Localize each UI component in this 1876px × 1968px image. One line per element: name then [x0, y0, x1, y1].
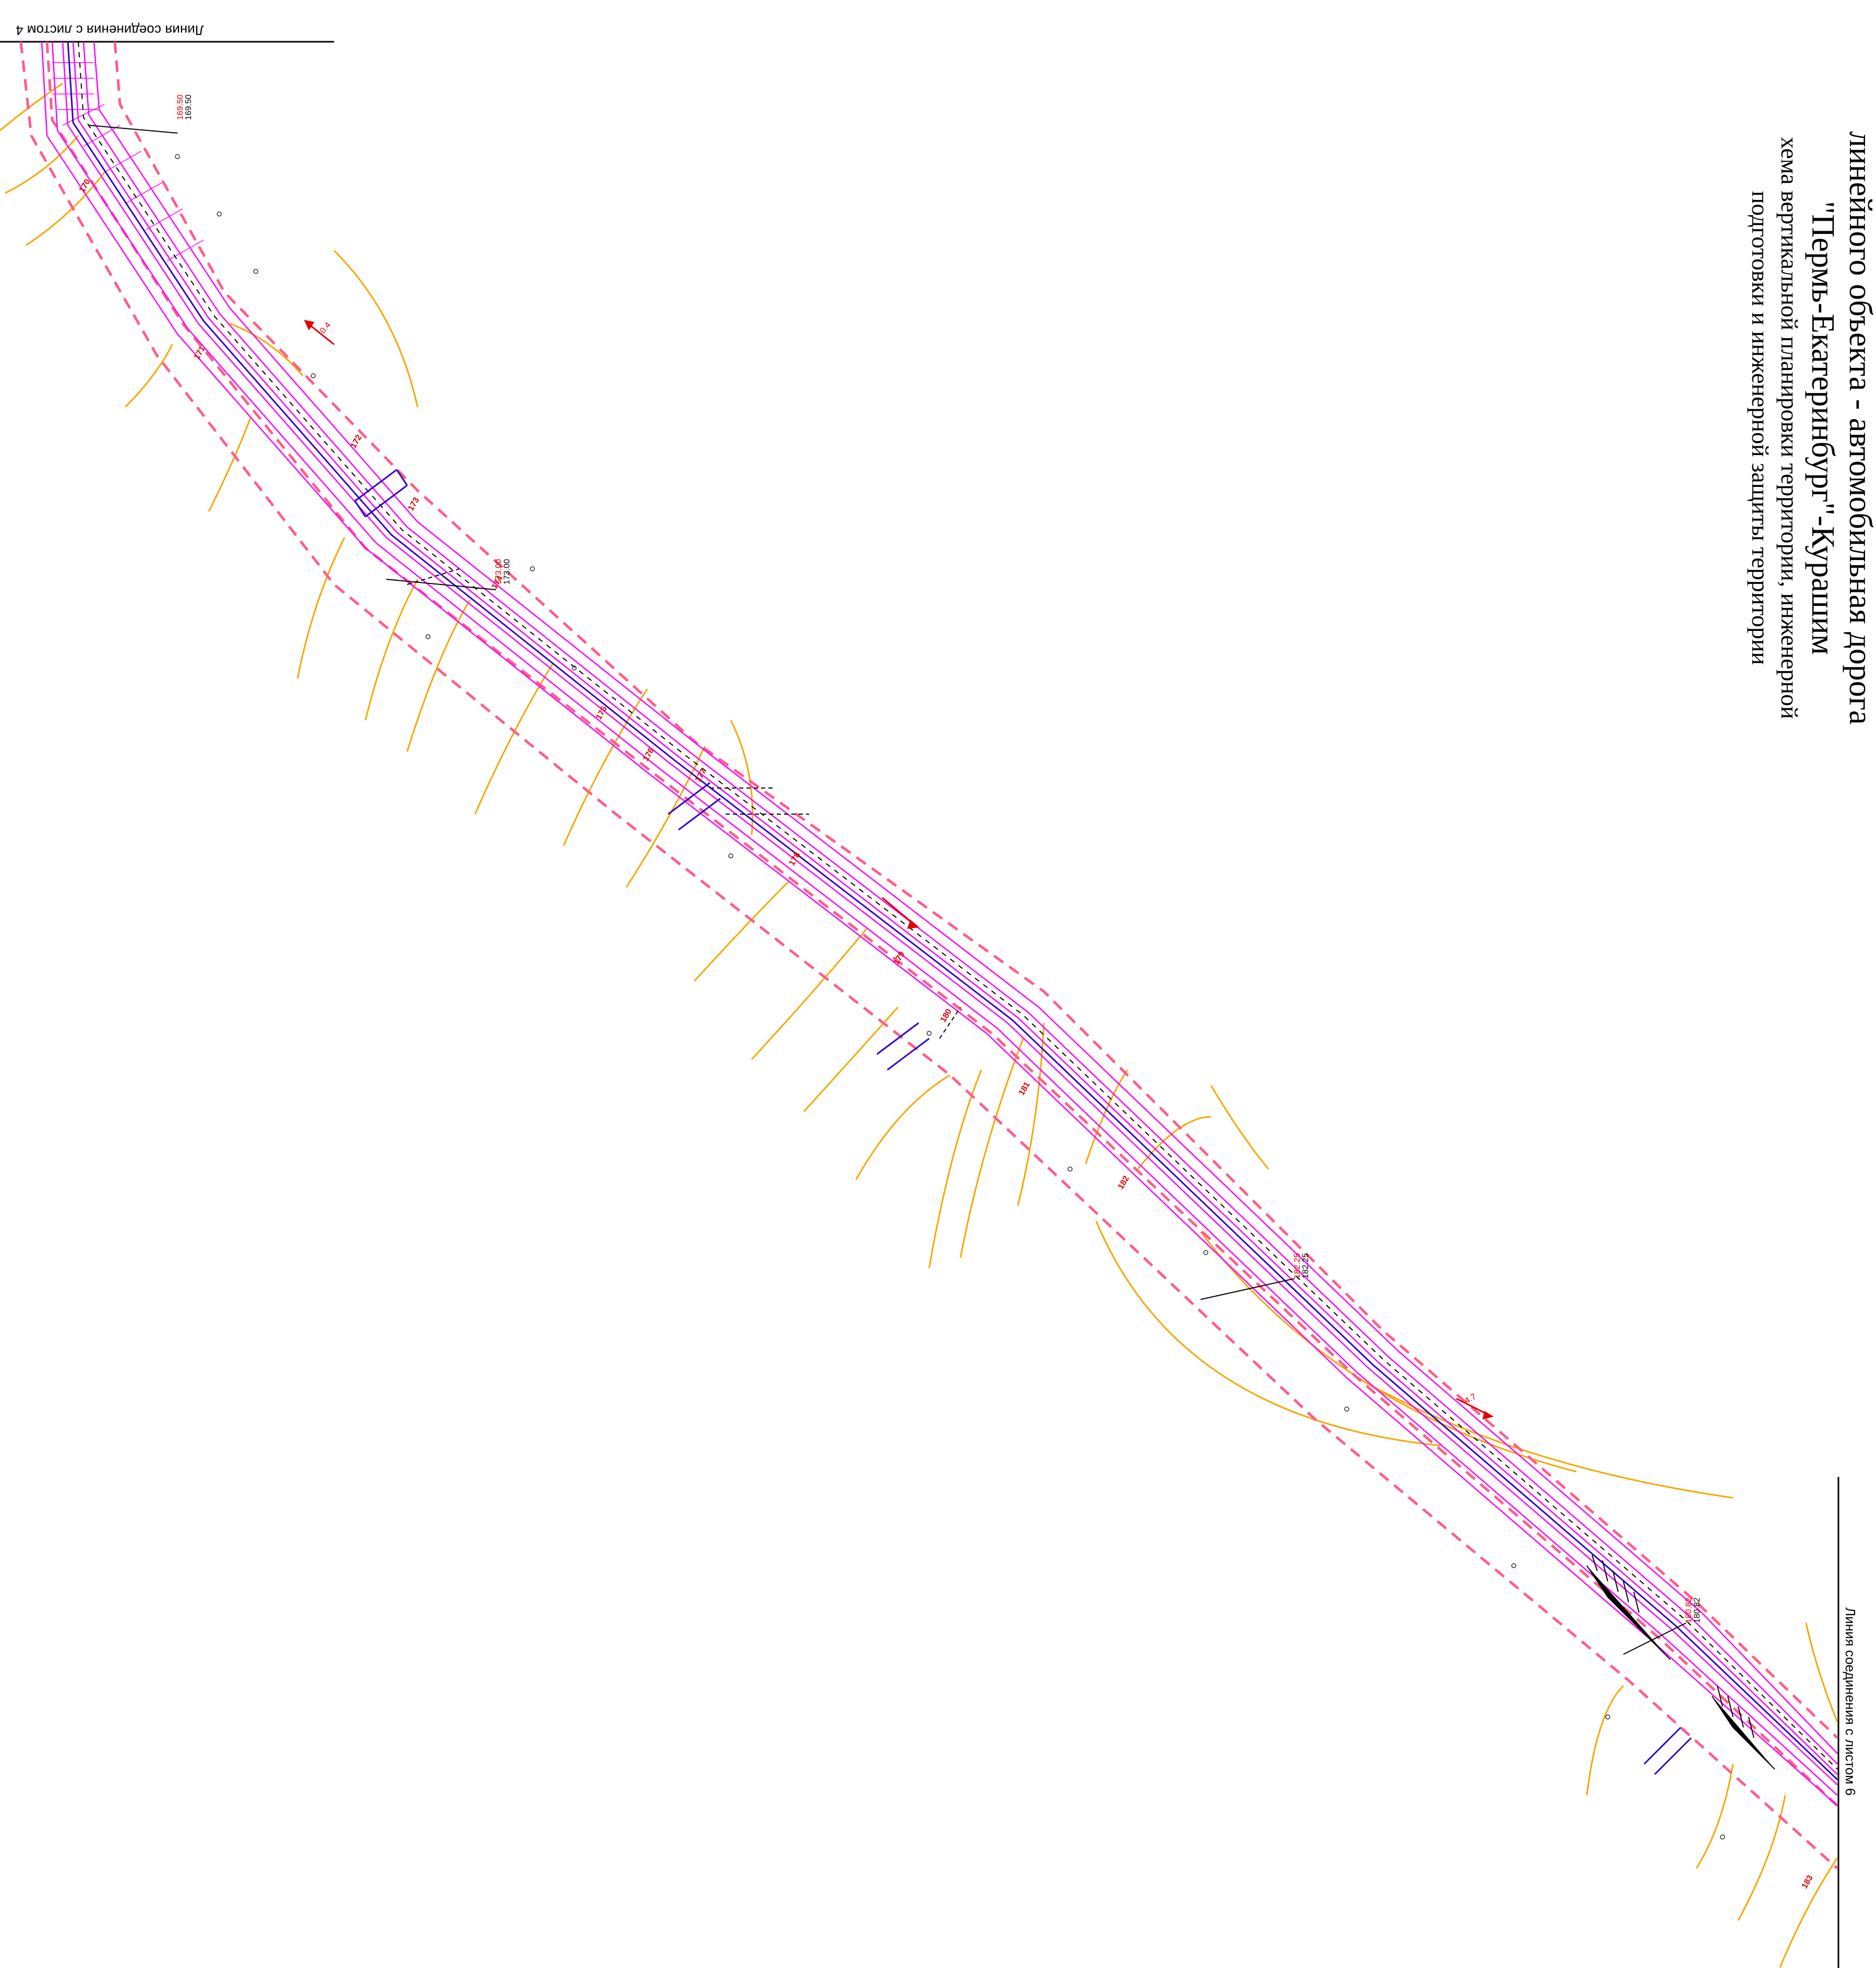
callout-3-bottom: 182.25: [1301, 1253, 1310, 1279]
contour-label-173: 173: [407, 496, 421, 512]
contour-label-179: 179: [892, 950, 907, 967]
road-band: [41, 41, 1838, 1806]
contour-label-181: 181: [1017, 1080, 1032, 1097]
contour-label-171: 171: [193, 344, 207, 361]
slope-hatching: [1586, 1555, 1775, 1770]
callout-3-top: 182.25: [1293, 1253, 1302, 1279]
contour-label-178: 178: [788, 851, 802, 867]
callout-4-top: 180.82: [1684, 1597, 1693, 1623]
terrain-symbols: [175, 154, 1725, 1840]
callout-2-bottom: 173.00: [503, 559, 512, 585]
road-hatching: [52, 62, 204, 261]
road-axis: [67, 41, 1838, 1781]
contour-label-175: 175: [595, 705, 609, 721]
callout-leaders: [88, 125, 1687, 1655]
contour-label-172: 172: [349, 433, 364, 450]
contour-label-176: 176: [642, 746, 656, 763]
road-axis-dashed: [78, 41, 1838, 1770]
contour-label-180: 180: [939, 1007, 954, 1024]
callout-2-top: 173.00: [494, 559, 503, 585]
callout-1-bottom: 169.50: [184, 94, 193, 120]
contour-label-182: 182: [1117, 1174, 1131, 1191]
culverts: [354, 469, 1692, 1775]
slope-marker-1: 0.4: [318, 321, 333, 336]
contour-label-170: 170: [78, 177, 92, 194]
callout-1-top: 169.50: [176, 94, 185, 120]
slope-marker-2: 4.7: [1464, 1392, 1478, 1406]
contour-label-177: 177: [694, 767, 708, 784]
contour-label-183: 183: [1800, 1874, 1815, 1890]
callout-4-bottom: 180.82: [1693, 1597, 1702, 1623]
slope-arrows: [304, 319, 1494, 1420]
